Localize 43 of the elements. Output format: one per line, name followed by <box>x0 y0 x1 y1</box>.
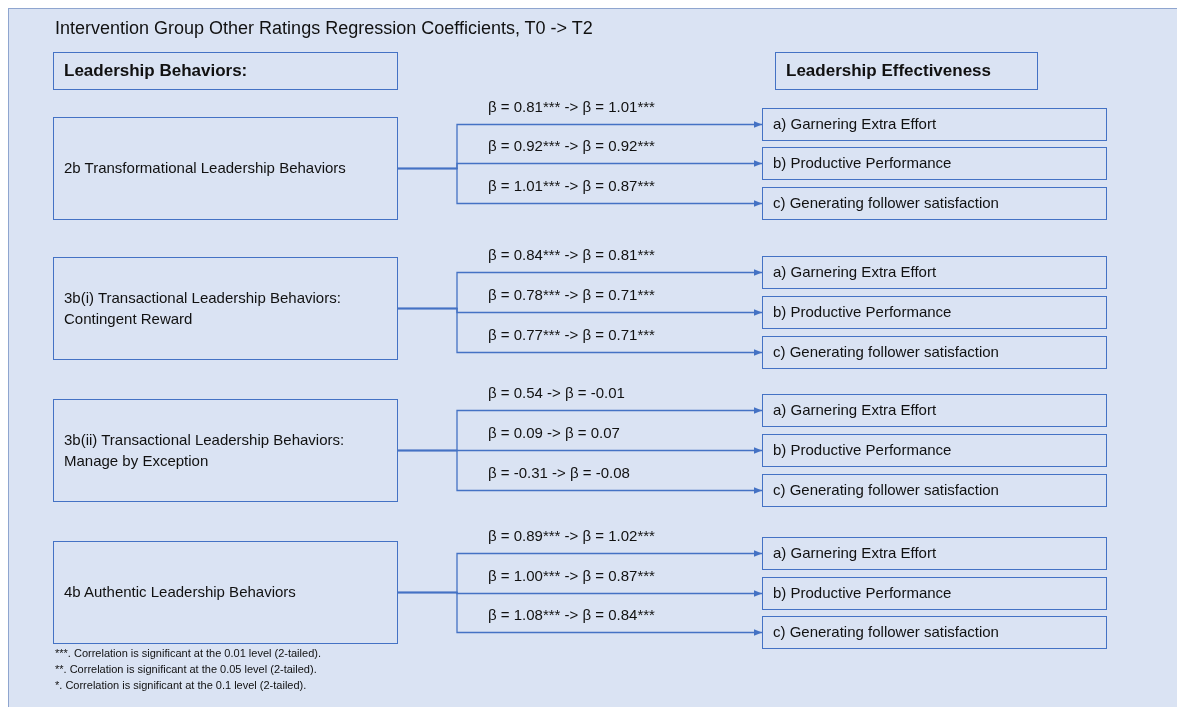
box-label: b) Productive Performance <box>773 583 952 604</box>
header-box <box>53 52 398 90</box>
header-text: Leadership Effectiveness <box>786 59 992 82</box>
outcome-box <box>762 474 1107 507</box>
outcome-box <box>762 296 1107 329</box>
connector-arrow <box>397 449 763 494</box>
behavior-box <box>53 541 398 644</box>
outcome-box <box>762 616 1107 649</box>
diagram-title: Intervention Group Other Ratings Regression Coefficients, T0 -> T2 <box>55 18 593 39</box>
behavior-box <box>53 257 398 360</box>
box-label: a) Garnering Extra Effort <box>773 262 937 283</box>
box-label: 3b(i) Transactional Leadership Behaviors: Contingent Reward <box>64 288 342 329</box>
connector-arrow <box>397 307 763 356</box>
behavior-box <box>53 117 398 220</box>
box-label: c) Generating follower satisfaction <box>773 193 999 214</box>
box-label: a) Garnering Extra Effort <box>773 400 937 421</box>
outcome-box <box>762 108 1107 141</box>
box-label: a) Garnering Extra Effort <box>773 114 937 135</box>
outcome-box <box>762 577 1107 610</box>
box-label: b) Productive Performance <box>773 153 952 174</box>
header-text: Leadership Behaviors: <box>64 59 248 82</box>
connector-arrow <box>397 167 763 207</box>
box-label: c) Generating follower satisfaction <box>773 622 999 643</box>
outcome-box <box>762 256 1107 289</box>
box-label: b) Productive Performance <box>773 440 952 461</box>
outcome-box <box>762 394 1107 427</box>
behavior-box <box>53 399 398 502</box>
box-label: 2b Transformational Leadership Behaviors <box>64 158 346 179</box>
connector-arrow <box>397 591 763 636</box>
outcome-box <box>762 537 1107 570</box>
header-box <box>775 52 1038 90</box>
box-label: c) Generating follower satisfaction <box>773 342 999 363</box>
outcome-box <box>762 434 1107 467</box>
box-label: 3b(ii) Transactional Leadership Behaviors: Manage by Exception <box>64 430 346 471</box>
box-label: b) Productive Performance <box>773 302 952 323</box>
outcome-box <box>762 336 1107 369</box>
outcome-box <box>762 187 1107 220</box>
footnote: *. Correlation is significant at the 0.1 level (2-tailed). <box>55 679 307 691</box>
box-label: c) Generating follower satisfaction <box>773 480 999 501</box>
box-label: 4b Authentic Leadership Behaviors <box>64 582 296 603</box>
outcome-box <box>762 147 1107 180</box>
footnote: **. Correlation is significant at the 0.05 level (2-tailed). <box>55 663 317 675</box>
box-label: a) Garnering Extra Effort <box>773 543 937 564</box>
